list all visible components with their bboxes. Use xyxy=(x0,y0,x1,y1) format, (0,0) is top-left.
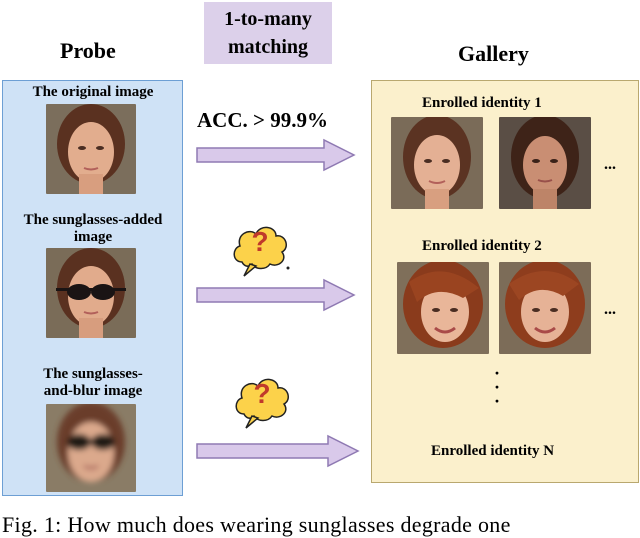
probe-original-face-image xyxy=(46,104,136,194)
gallery-identity-1-label: Enrolled identity 1 xyxy=(422,95,542,111)
probe-label-sunglasses-line-2: image xyxy=(73,229,113,245)
question-bubble-2: ? xyxy=(232,374,294,432)
probe-heading: Probe xyxy=(60,38,116,63)
gallery-vertical-ellipsis: · · · xyxy=(494,363,501,411)
question-mark-1: ? xyxy=(251,226,269,257)
arrow-sunglasses xyxy=(196,278,356,312)
matching-line-1: 1-to-many xyxy=(224,8,312,30)
probe-sunglasses-face-image xyxy=(46,248,136,338)
probe-label-sunglasses-line-1: The sunglasses-added xyxy=(23,212,163,228)
probe-label-blur-line-1: The sunglasses- xyxy=(43,366,143,382)
gallery-identity-2-face-a xyxy=(397,262,489,354)
arrow-original xyxy=(196,138,356,172)
gallery-identity-2-label: Enrolled identity 2 xyxy=(422,238,542,254)
thought-cloud-icon xyxy=(235,378,289,429)
accuracy-label: ACC. > 99.9% xyxy=(197,108,328,132)
matching-line-2: matching xyxy=(228,36,308,58)
gallery-identity-1-more: ... xyxy=(604,156,616,173)
gallery-identity-n-label: Enrolled identity N xyxy=(431,443,555,459)
gallery-identity-1-face-b xyxy=(499,117,591,209)
probe-blur-face-image xyxy=(46,404,136,492)
gallery-identity-2-face-b xyxy=(499,262,591,354)
probe-label-blur: The sunglasses- and-blur image xyxy=(4,366,182,400)
figure-caption: Fig. 1: How much does wearing sunglasses… xyxy=(2,512,511,537)
question-bubble-1: ? xyxy=(230,222,290,278)
gallery-identity-1-face-a xyxy=(391,117,483,209)
probe-label-sunglasses: The sunglasses-added image xyxy=(4,212,182,246)
gallery-identity-2-more: ... xyxy=(604,301,616,318)
question-mark-2: ? xyxy=(253,378,271,409)
probe-label-blur-line-2: and-blur image xyxy=(43,383,143,399)
thought-cloud-icon xyxy=(233,226,290,277)
probe-label-original: The original image xyxy=(32,84,154,100)
gallery-heading: Gallery xyxy=(458,41,529,66)
matching-label-box: 1-to-many matching xyxy=(204,2,332,64)
arrow-blur xyxy=(196,434,360,468)
